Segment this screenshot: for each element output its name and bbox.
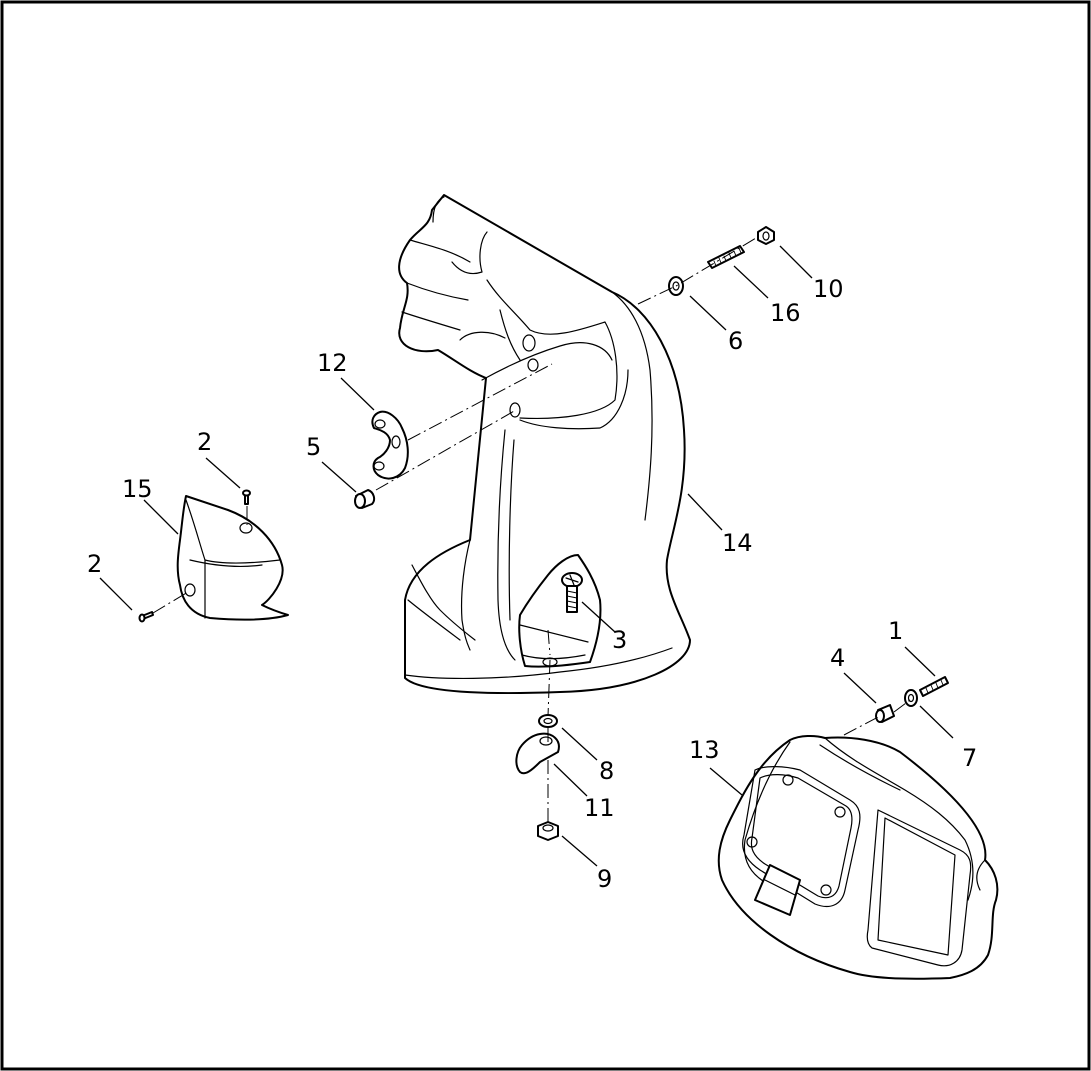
part-2-screw-left [138, 611, 154, 623]
callout-12: 12 [317, 349, 348, 377]
callout-6: 6 [728, 327, 743, 355]
part-16-stud [707, 245, 745, 269]
callout-9: 9 [597, 865, 612, 893]
part-4-grommet [875, 704, 895, 723]
part-11-clip [515, 732, 560, 775]
part-9-nut [537, 821, 559, 841]
callout-5: 5 [306, 433, 321, 461]
part-2-screw-top [242, 489, 251, 505]
callout-1: 1 [888, 617, 903, 645]
callout-16: 16 [770, 299, 801, 327]
part-13-right-cover [717, 734, 999, 980]
callout-13: 13 [689, 736, 720, 764]
callout-10: 10 [813, 275, 844, 303]
assembly-axes [152, 237, 911, 822]
part-14-lower-fairing [398, 194, 691, 695]
callout-11: 11 [584, 794, 615, 822]
callout-labels: 1 2 2 3 4 5 6 7 8 9 10 11 12 13 14 15 16 [87, 275, 977, 893]
part-1-screw [919, 676, 949, 697]
callout-2-top: 2 [197, 428, 212, 456]
part-12-clamp [371, 410, 409, 480]
part-8-washer [538, 714, 558, 728]
part-15-left-cover [176, 495, 289, 621]
part-7-washer [904, 689, 918, 707]
part-5-spacer [354, 489, 376, 509]
callout-8: 8 [599, 757, 614, 785]
callout-7: 7 [962, 744, 977, 772]
callout-3: 3 [612, 626, 627, 654]
leader-lines [99, 245, 954, 867]
callout-4: 4 [830, 644, 845, 672]
callout-15: 15 [122, 475, 153, 503]
callout-2-left: 2 [87, 550, 102, 578]
part-10-nut [757, 226, 775, 245]
part-3-screw [561, 572, 583, 613]
callout-14: 14 [722, 529, 753, 557]
